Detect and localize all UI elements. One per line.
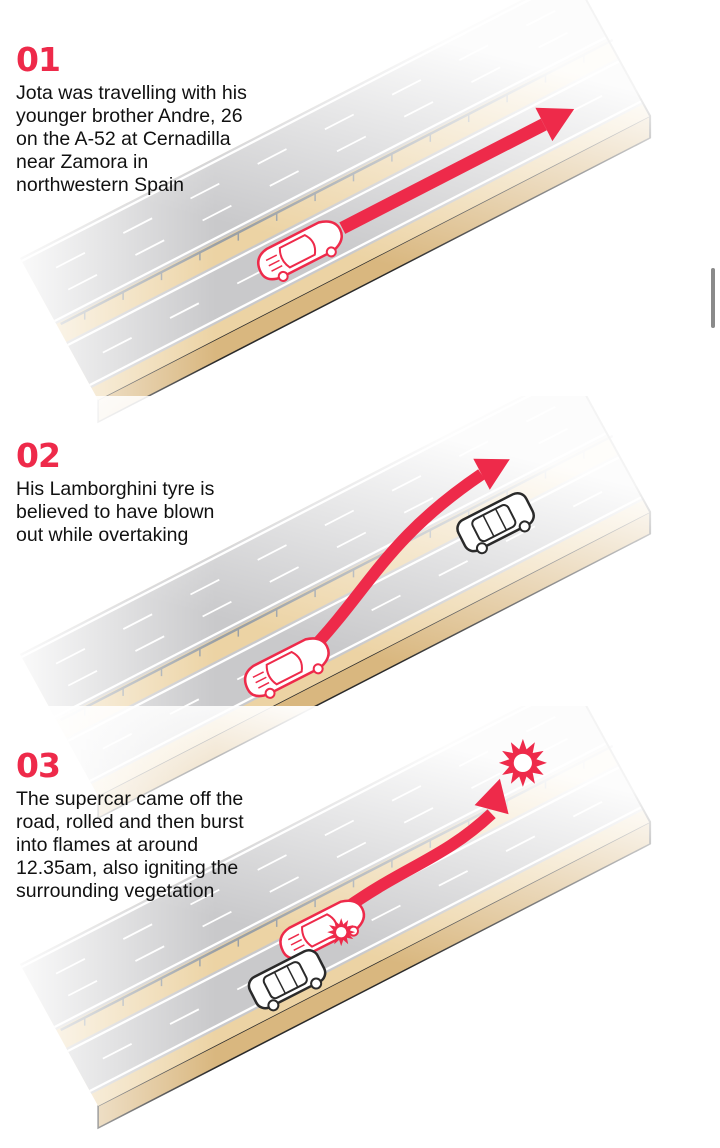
lamborghini-car-icon [243,637,330,699]
road-illustration [0,0,720,460]
step-1-number: 01 [16,40,61,79]
lamborghini-car-icon [257,220,343,282]
road-illustration [0,706,720,1148]
step-3-scene [247,738,547,1012]
path-arrow [308,469,485,653]
step-2-scene [243,458,535,699]
explosion-icon [498,738,547,787]
arrowhead [474,778,509,815]
path-arrow [339,118,547,234]
arrowhead [473,458,510,490]
step-2-number: 02 [16,436,61,475]
step-1-text: Jota was travelling with his younger bro… [16,82,247,196]
explosion-icon [327,918,356,947]
step-3-text: The supercar came off the road, rolled a… [16,788,244,902]
step-1-panel: 01 Jota was travelling with his younger … [0,0,720,460]
step-2-text: His Lamborghini tyre is believed to have… [16,478,215,546]
step-1-scene [257,107,575,282]
step-3-number: 03 [16,746,61,785]
scroll-indicator[interactable] [711,268,715,328]
arrowhead [535,107,575,142]
path-arrow [338,809,496,917]
suv-icon [456,491,535,555]
step-2-caption: 02 His Lamborghini tyre is believed to h… [16,438,216,547]
step-3-caption: 03 The supercar came off the road, rolle… [16,748,266,903]
suv-icon [247,949,327,1012]
step-1-caption: 01 Jota was travelling with his younger … [16,42,251,197]
step-3-panel: 03 The supercar came off the road, rolle… [0,706,720,1148]
